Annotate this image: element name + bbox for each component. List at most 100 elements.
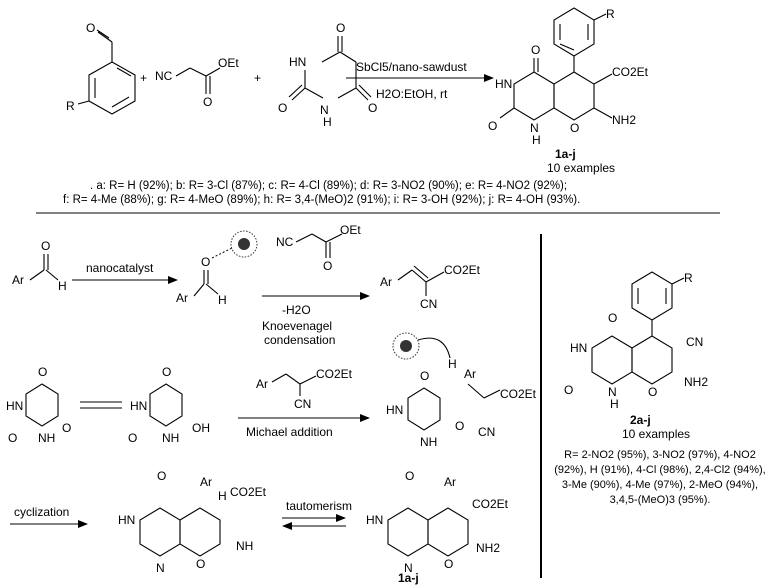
product-co2et: CO2Et (612, 65, 649, 79)
enol-hn: HN (130, 399, 147, 413)
side-product-id: 2a-j (630, 413, 651, 427)
adduct-hn: HN (386, 403, 403, 417)
product-hn: HN (495, 77, 512, 91)
adduct-cn: CN (478, 425, 495, 439)
final-o: O (444, 557, 453, 571)
ester-oet-label: OEt (218, 56, 239, 70)
h2o-label: -H2O (282, 303, 311, 317)
side-left-o: O (564, 383, 573, 397)
final-product-id: 1a-j (398, 571, 419, 585)
activated-ar: Ar (176, 291, 188, 305)
r-substituent-label: R (66, 99, 75, 113)
enol-oh: OH (192, 421, 210, 435)
mechanism-step-3: cyclization O HN N Ar H CO2Et O NH tauto… (10, 469, 509, 585)
adduct-o: O (455, 419, 464, 433)
side-cn: CN (686, 335, 703, 349)
side-top-o: O (608, 311, 617, 325)
product-2a-j-structure: R O HN O N H O CN NH2 2a-j 10 examples (564, 271, 708, 441)
barbituric-h-label: H (323, 115, 332, 129)
product-examples-label: 10 examples (547, 161, 615, 175)
ethyl-cyanoacetate-structure: NC O OEt (155, 56, 239, 109)
aldehyde-o: O (41, 239, 50, 253)
olefin-ar: Ar (380, 275, 392, 289)
keto-o: O (62, 421, 71, 435)
reagent-ar: Ar (256, 377, 268, 391)
adduct-top-o: O (420, 369, 429, 383)
nitrile-label: NC (155, 69, 173, 83)
yields-line-1: . a: R= H (92%); b: R= 3-Cl (87%); c: R=… (90, 180, 568, 192)
side-n: N (608, 385, 617, 399)
carbonyl-oxygen-label: O (203, 95, 212, 109)
side-h: H (610, 397, 619, 411)
barbituric-acid-structure: O HN O N H O (278, 21, 377, 129)
yields-line-2: f: R= 4-Me (88%); g: R= 4-MeO (89%); h: … (63, 194, 581, 206)
cyc-ar: Ar (200, 475, 212, 489)
condensation-label: condensation (264, 333, 335, 347)
mechanism-step-2: O HN NH O O O HN NH OH O Ar CO2Et CN Mic… (6, 332, 537, 449)
final-n: N (404, 561, 413, 575)
cyano-o: O (323, 259, 332, 273)
side-ring-o: O (648, 385, 657, 399)
adduct-ar: Ar (464, 367, 476, 381)
adduct-h: H (448, 357, 457, 371)
knoevenagel-label: Knoevenagel (262, 319, 332, 333)
cyano-oet: OEt (340, 223, 361, 237)
catalyst-label: SbCl5/nano-sawdust (356, 60, 467, 74)
product-r-label: R (606, 7, 615, 21)
adduct-co2et: CO2Et (500, 387, 537, 401)
reagent-cn: CN (294, 397, 311, 411)
top-reaction-arrow: SbCl5/nano-sawdust H2O:EtOH, rt (346, 60, 494, 101)
cyclization-label: cyclization (14, 505, 69, 519)
reagent-co2et: CO2Et (316, 367, 353, 381)
cyc-o: O (196, 557, 205, 571)
barbituric-hn-label: HN (289, 55, 306, 69)
enol-nh: NH (162, 431, 179, 445)
cyc-co2et: CO2Et (230, 485, 267, 499)
aldehyde-oxygen-label: O (86, 21, 95, 35)
product-h: H (532, 133, 541, 147)
cyc-n: N (156, 561, 165, 575)
side-r-list: R= 2-NO2 (95%), 3-NO2 (97%), 4-NO2 (92%)… (554, 449, 766, 506)
nanocatalyst-label: nanocatalyst (86, 261, 154, 275)
barbituric-n-label: N (320, 103, 329, 117)
adduct-nh: NH (420, 435, 437, 449)
ar-label: Ar (12, 273, 24, 287)
activated-o: O (201, 255, 210, 269)
keto-hn: HN (6, 399, 23, 413)
final-co2et: CO2Et (472, 497, 509, 511)
product-nh2: NH2 (612, 113, 636, 127)
aldehyde-h: H (58, 279, 67, 293)
olefin-co2et: CO2Et (444, 263, 481, 277)
final-hn: HN (366, 513, 383, 527)
tautomerism-label: tautomerism (286, 499, 352, 513)
product-1a-j-structure: R O HN O N H O CO2Et NH2 1a-j 10 example… (488, 7, 649, 175)
keto-nh: NH (38, 431, 55, 445)
cyano-nc: NC (276, 235, 294, 249)
side-nh2: NH2 (684, 375, 708, 389)
activated-h: H (218, 293, 227, 307)
enol-top-o: O (162, 365, 171, 379)
cyc-h: H (218, 489, 227, 503)
barbituric-right-o: O (368, 101, 377, 115)
enol-o-left: O (128, 431, 137, 445)
plus-sign-2: + (254, 71, 261, 85)
cyc-hn: HN (118, 513, 135, 527)
cyc-top-o: O (157, 469, 166, 483)
product-left-o: O (488, 119, 497, 133)
olefin-cn: CN (420, 297, 437, 311)
barbituric-top-o: O (336, 21, 345, 35)
plus-sign-1: + (140, 71, 147, 85)
side-r: R (684, 271, 693, 285)
final-nh2: NH2 (476, 541, 500, 555)
mechanism-step-1: Ar O H nanocatalyst Ar O H NC O OEt -H2O… (12, 223, 481, 347)
benzaldehyde-structure: O R (66, 21, 136, 115)
solvent-label: H2O:EtOH, rt (376, 87, 448, 101)
final-ar: Ar (444, 475, 456, 489)
product-id-label: 1a-j (555, 147, 576, 161)
keto-o-left: O (8, 431, 17, 445)
final-top-o: O (405, 469, 414, 483)
product-ring-o: O (570, 121, 579, 135)
side-hn: HN (570, 341, 587, 355)
barbituric-left-o: O (278, 101, 287, 115)
